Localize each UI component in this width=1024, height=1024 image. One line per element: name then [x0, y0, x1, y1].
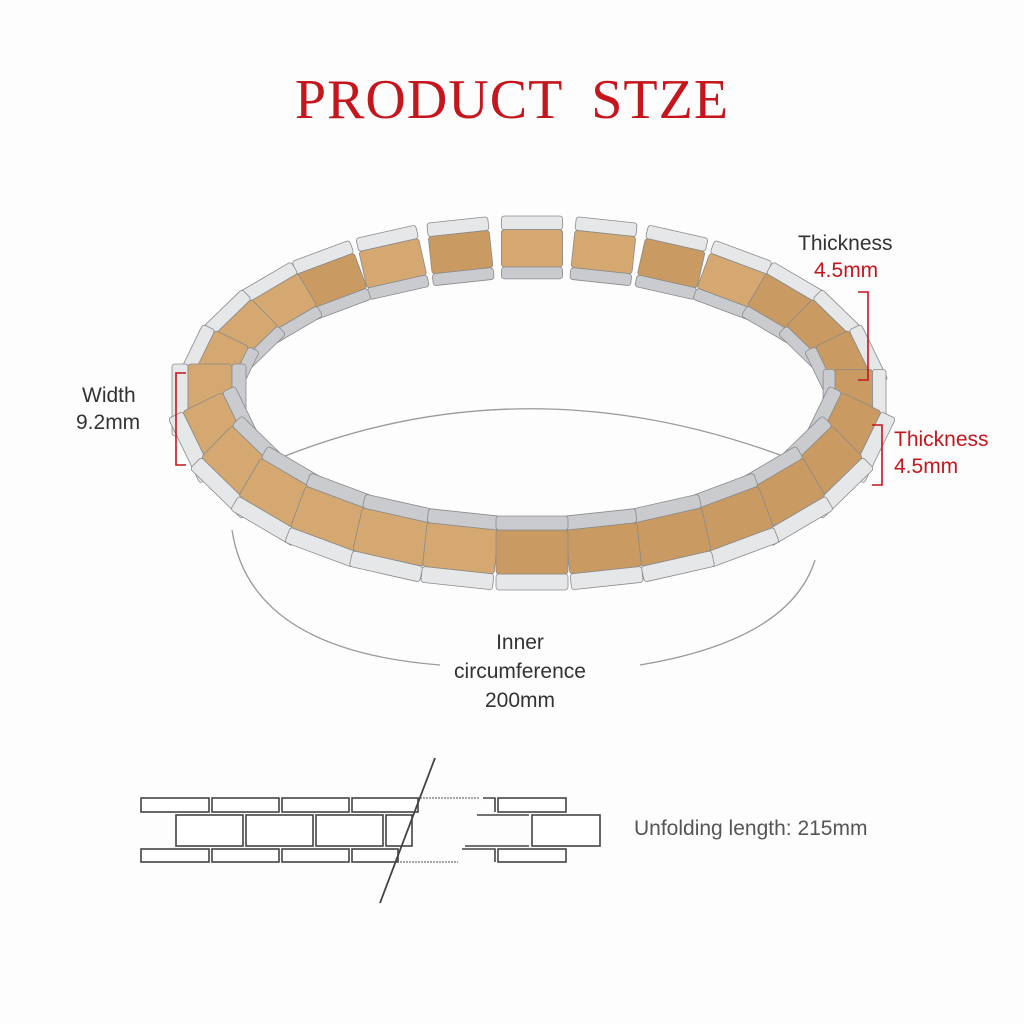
bracelet-link: [426, 216, 495, 286]
width-value: 9.2mm: [76, 411, 141, 434]
bracelet-link: [563, 508, 644, 590]
bracelet-link: [285, 473, 378, 567]
thickness-side-bracket: [872, 424, 883, 486]
bracelet-links: [168, 215, 896, 591]
page-title: PRODUCT STZE: [294, 69, 730, 131]
bracelet-link: [349, 494, 436, 582]
bracelet-link: [420, 508, 501, 590]
circumference-line2: circumference: [454, 660, 586, 683]
wood-segment: [565, 522, 642, 575]
wood-segment: [422, 522, 499, 575]
bracelet-link: [495, 515, 569, 591]
circumference-arc-top: [274, 408, 781, 461]
steel-bottom: [495, 515, 569, 531]
thickness-top-label: Thickness 4.5mm: [798, 230, 893, 284]
circumference-arc-bottom: [231, 529, 816, 666]
thickness-side-value: 4.5mm: [894, 455, 959, 478]
bracelet-link: [356, 225, 430, 300]
width-name: Width: [82, 384, 136, 407]
width-label: Width 9.2mm: [76, 382, 140, 436]
steel-top: [495, 573, 569, 591]
thickness-top-value: 4.5mm: [814, 259, 879, 282]
thickness-top-bracket: [858, 291, 869, 381]
wood-segment: [570, 230, 636, 275]
dimension-brackets: [175, 291, 883, 486]
thickness-top-name: Thickness: [798, 232, 893, 255]
wood-segment: [500, 229, 564, 268]
circumference-line1: Inner: [496, 631, 544, 654]
bracelet-link: [292, 240, 371, 321]
unfolded-link-diagram: [140, 757, 601, 904]
unfolding-length-label: Unfolding length: 215mm: [634, 817, 868, 840]
thickness-side-name: Thickness: [894, 428, 989, 451]
steel-bottom: [569, 267, 632, 286]
inner-circumference-label: Inner circumference 200mm: [420, 628, 620, 715]
wood-segment: [495, 529, 569, 575]
bracelet-link: [569, 216, 638, 286]
thickness-side-label: Thickness 4.5mm: [894, 426, 989, 480]
steel-top: [500, 215, 564, 231]
steel-bottom: [500, 266, 564, 280]
width-bracket: [175, 372, 186, 466]
steel-bottom: [432, 267, 495, 286]
wood-segment: [428, 230, 494, 275]
bracelet-link: [693, 240, 772, 321]
bracelet-link: [628, 494, 715, 582]
bracelet-link: [500, 215, 564, 280]
circumference-value: 200mm: [484, 689, 556, 712]
bracelet-link: [634, 225, 708, 300]
